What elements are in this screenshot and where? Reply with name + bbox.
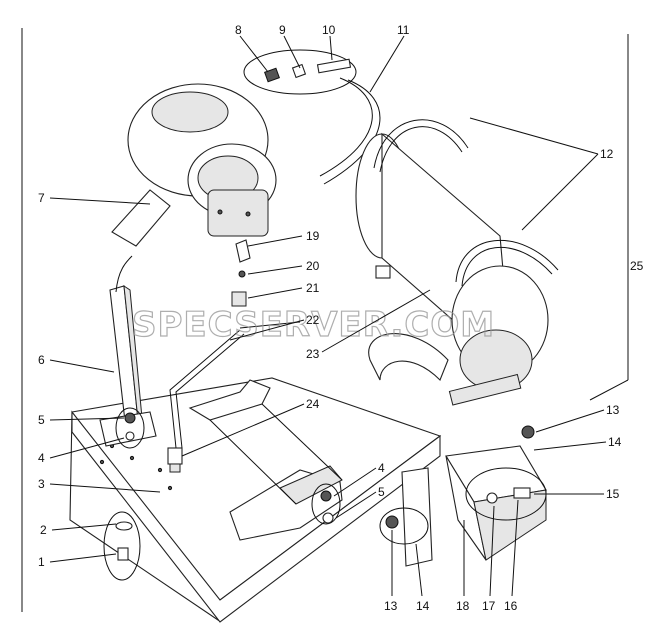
callout-20: 20: [306, 259, 320, 273]
callout-15: 15: [606, 487, 620, 501]
fastener-group-left: [103, 407, 145, 581]
callout-24: 24: [306, 397, 320, 411]
callout-19: 19: [306, 229, 320, 243]
callout-17: 17: [482, 599, 496, 613]
leader-lines: [49, 35, 607, 597]
callout-11: 11: [397, 23, 410, 37]
callout-22: 22: [306, 313, 320, 327]
channel-bracket: [188, 379, 343, 541]
fitting: [167, 447, 183, 473]
right-bracket: [445, 425, 547, 561]
callout-13b: 13: [384, 599, 398, 613]
callout-14b: 14: [416, 599, 430, 613]
fastener-group-middle: [311, 483, 341, 525]
callout-9: 9: [279, 23, 286, 37]
tank-straps: [373, 119, 559, 287]
callout-23: 23: [306, 347, 320, 361]
callout-3: 3: [38, 477, 45, 491]
bolt-set: [243, 49, 357, 95]
callout-4a: 4: [38, 451, 45, 465]
frame-lines: [21, 28, 629, 612]
callout-2: 2: [40, 523, 47, 537]
callout-1: 1: [38, 555, 45, 569]
callout-21: 21: [306, 281, 320, 295]
callout-10: 10: [322, 23, 336, 37]
small-clamp: [379, 467, 433, 567]
callout-5b: 5: [378, 485, 385, 499]
callout-6: 6: [38, 353, 45, 367]
callout-4b: 4: [378, 461, 385, 475]
small-fittings: [231, 239, 251, 307]
cylindrical-tank: [355, 132, 549, 406]
turbo-housing: [111, 83, 277, 247]
callout-18: 18: [456, 599, 470, 613]
callout-14a: 14: [608, 435, 622, 449]
callout-12: 12: [600, 147, 614, 161]
callouts: 1 2 3 4 4 5 5 6 7 8 9 10 11 12 13 13 14 …: [38, 23, 644, 613]
callout-13a: 13: [606, 403, 620, 417]
callout-7: 7: [38, 191, 45, 205]
callout-5a: 5: [38, 413, 45, 427]
callout-25: 25: [630, 259, 644, 273]
callout-16: 16: [504, 599, 518, 613]
mounting-band: [319, 77, 381, 185]
callout-8: 8: [235, 23, 242, 37]
pipe: [169, 321, 301, 449]
watermark-text: SPECSERVER.COM: [132, 305, 495, 345]
